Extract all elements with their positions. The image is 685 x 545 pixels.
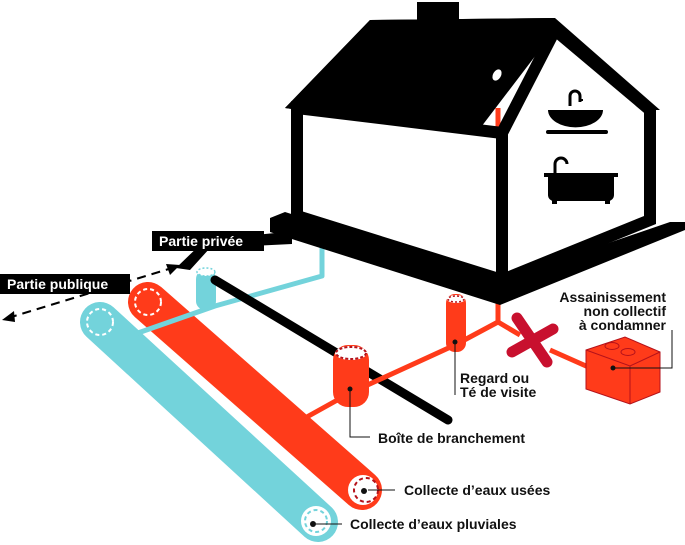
regard-label-1: Regard ou bbox=[460, 370, 529, 386]
wastewater-collector-pipe bbox=[128, 282, 382, 510]
collecte-pluviales-label: Collecte d’eaux pluviales bbox=[350, 516, 517, 532]
tag-partie-privee: Partie privée bbox=[152, 231, 264, 251]
connection-box bbox=[333, 345, 370, 438]
inspection-riser bbox=[446, 294, 466, 395]
regard-label-2: Té de visite bbox=[460, 384, 536, 400]
collecte-usees-label: Collecte d’eaux usées bbox=[404, 482, 551, 498]
rainwater-collector-pipe bbox=[80, 302, 338, 542]
boite-branchement-label: Boîte de branchement bbox=[378, 430, 525, 446]
house bbox=[176, 2, 685, 305]
bathtub-icon bbox=[544, 156, 618, 204]
septic-tank-icon bbox=[585, 330, 673, 405]
partie-privee-label: Partie privée bbox=[159, 233, 243, 249]
sink-icon bbox=[546, 89, 608, 134]
cross-icon bbox=[506, 312, 559, 368]
partie-publique-label: Partie publique bbox=[7, 276, 108, 292]
boundary-arrow bbox=[2, 264, 180, 322]
assainissement-label-2: non collectif bbox=[584, 303, 667, 319]
tag-partie-publique: Partie publique bbox=[0, 274, 130, 294]
assainissement-label-3: à condamner bbox=[579, 317, 667, 333]
property-boundary-line bbox=[210, 275, 453, 425]
assainissement-label-1: Assainissement bbox=[559, 289, 666, 305]
